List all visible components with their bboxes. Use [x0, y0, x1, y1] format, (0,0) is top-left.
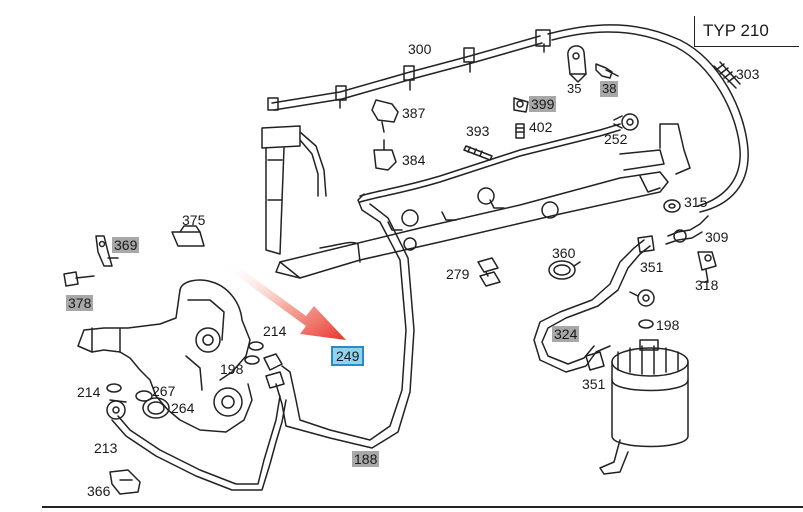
- clamp-360: [548, 260, 581, 280]
- label-315[interactable]: 315: [684, 194, 708, 210]
- return-line-long: [547, 24, 749, 213]
- bolt-318: [697, 251, 717, 283]
- label-38[interactable]: 38: [600, 81, 619, 97]
- label-351-lower[interactable]: 351: [582, 376, 606, 392]
- injector: [261, 125, 327, 255]
- part-399: [513, 97, 529, 113]
- fuel-rail: [275, 123, 691, 279]
- label-399[interactable]: 399: [529, 96, 557, 112]
- line-pump-lower: [111, 395, 287, 491]
- fitting-pump-right: [263, 353, 285, 389]
- clip-384: [373, 139, 397, 171]
- washer-315: [663, 199, 681, 213]
- fitting-351a: [637, 235, 655, 253]
- part-402: [515, 123, 525, 139]
- label-213[interactable]: 213: [94, 440, 118, 456]
- label-384[interactable]: 384: [402, 152, 426, 168]
- fitting-213: [106, 399, 127, 420]
- pointer-arrow: [226, 262, 346, 340]
- o-ring-214a: [248, 341, 264, 351]
- clip-387: [371, 99, 399, 133]
- line-188: [275, 193, 415, 449]
- line-309: [665, 215, 709, 245]
- clip-279: [477, 257, 501, 287]
- bottom-rule: [42, 506, 803, 508]
- label-360[interactable]: 360: [552, 245, 576, 261]
- clip-366: [109, 469, 141, 495]
- label-318[interactable]: 318: [695, 277, 719, 293]
- label-366[interactable]: 366: [87, 483, 111, 499]
- label-351-upper[interactable]: 351: [640, 259, 664, 275]
- label-309[interactable]: 309: [705, 229, 729, 245]
- clip-375: [171, 225, 205, 247]
- label-303[interactable]: 303: [736, 66, 760, 82]
- hose-303: [713, 61, 741, 89]
- bolt-38: [595, 63, 619, 79]
- label-375[interactable]: 375: [182, 212, 206, 228]
- label-393[interactable]: 393: [466, 123, 490, 139]
- label-252[interactable]: 252: [604, 131, 628, 147]
- o-ring-264: [142, 397, 170, 419]
- label-214-upper[interactable]: 214: [263, 323, 287, 339]
- o-ring-267: [135, 390, 153, 402]
- label-369[interactable]: 369: [112, 237, 140, 253]
- label-279[interactable]: 279: [446, 266, 470, 282]
- label-300[interactable]: 300: [408, 41, 432, 57]
- fitting-351b: [585, 351, 605, 371]
- label-198-filter[interactable]: 198: [656, 317, 680, 333]
- high-pressure-pump: [77, 279, 253, 433]
- fuel-filter: [599, 339, 689, 475]
- fitting-198b: [629, 289, 655, 329]
- part-252: [613, 113, 639, 131]
- type-box: TYP 210: [694, 16, 799, 47]
- label-267[interactable]: 267: [152, 383, 176, 399]
- label-249-selected[interactable]: 249: [331, 346, 365, 366]
- label-378[interactable]: 378: [66, 295, 94, 311]
- o-ring-214b: [106, 383, 122, 393]
- label-214-lower[interactable]: 214: [77, 384, 101, 400]
- label-402[interactable]: 402: [529, 119, 553, 135]
- label-35[interactable]: 35: [567, 81, 582, 96]
- injector-line-300: [267, 29, 551, 111]
- label-188[interactable]: 188: [352, 451, 380, 467]
- o-ring-198a: [244, 355, 260, 365]
- type-label: TYP 210: [703, 21, 769, 40]
- bolt-378: [63, 271, 95, 287]
- clip-35: [567, 45, 587, 83]
- label-324[interactable]: 324: [552, 326, 580, 342]
- label-264[interactable]: 264: [171, 400, 195, 416]
- bracket-369: [95, 235, 119, 267]
- line-324: [533, 239, 651, 373]
- label-198-pump[interactable]: 198: [220, 361, 244, 377]
- bracket-393: [463, 145, 493, 161]
- label-387[interactable]: 387: [402, 105, 426, 121]
